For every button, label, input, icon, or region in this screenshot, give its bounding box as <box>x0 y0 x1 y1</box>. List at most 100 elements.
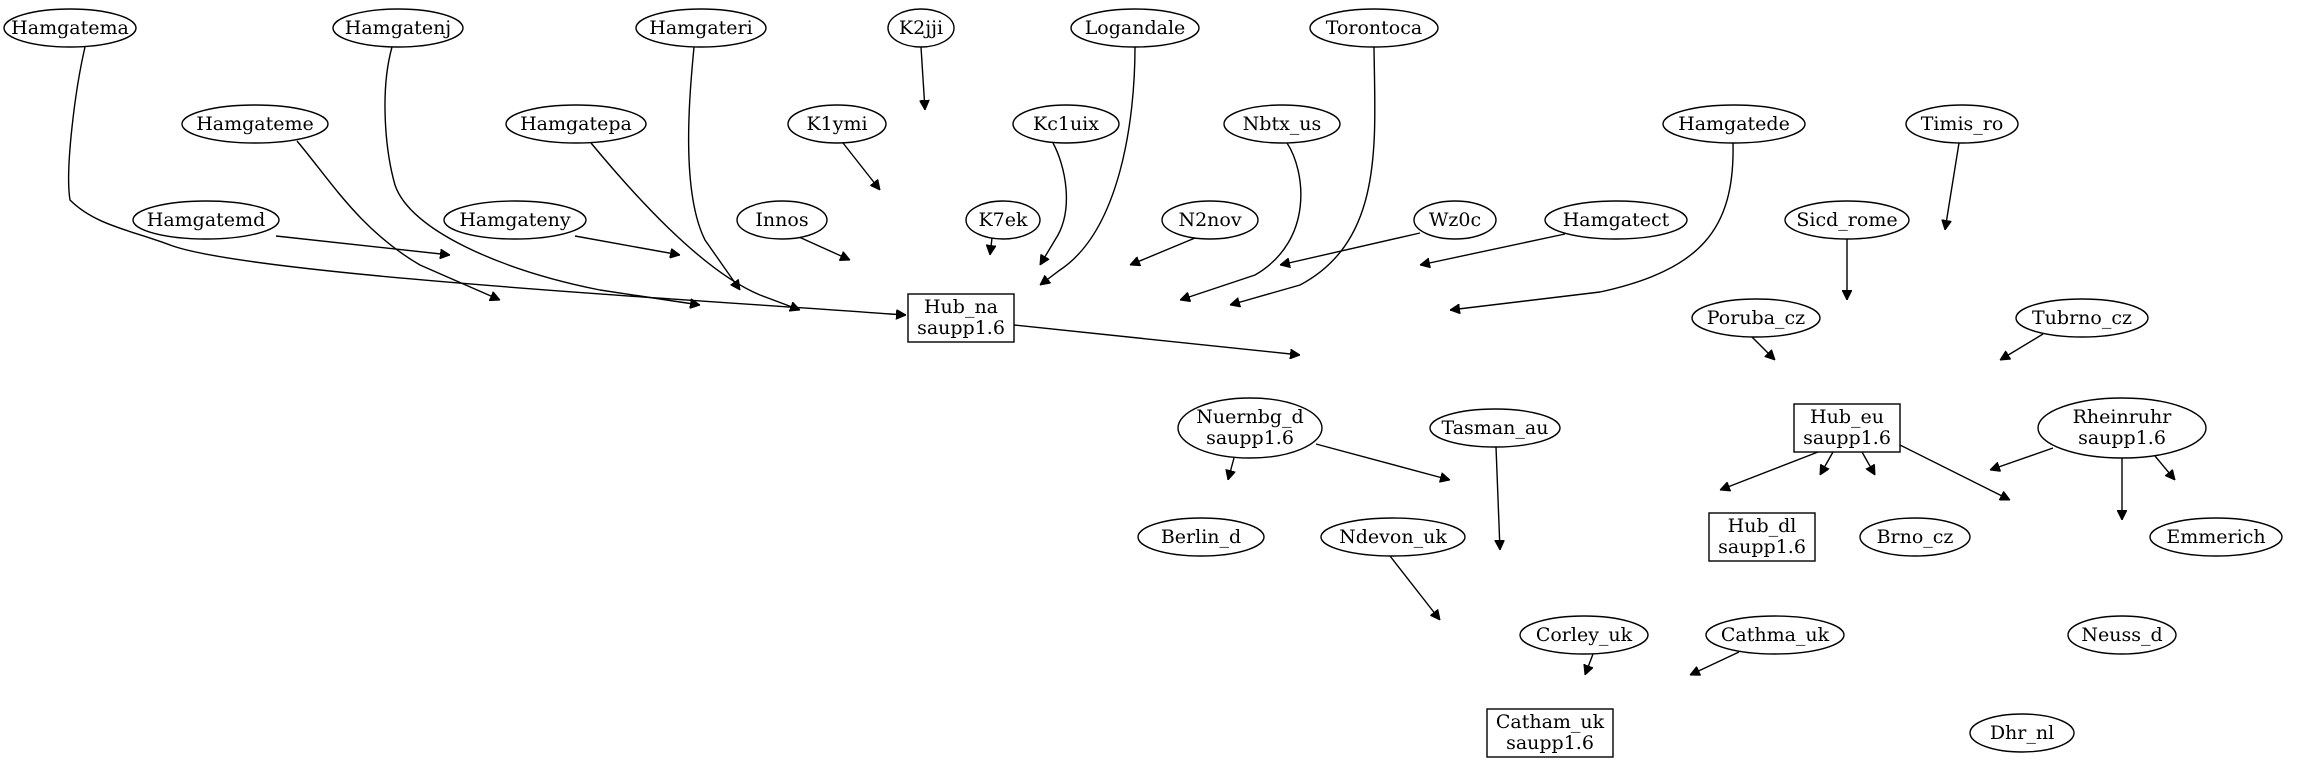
node-box <box>1793 403 1901 453</box>
node-label: Innos <box>755 209 808 231</box>
edge-n2nov-to-hub_na <box>1130 237 1196 265</box>
edge-tasman_au-to-catham_uk <box>1496 446 1500 550</box>
edge-nbtx_us-to-hub_na <box>1180 142 1302 300</box>
node-ellipse <box>1691 298 1821 338</box>
node-ellipse <box>1429 408 1561 448</box>
node-nbtx-us: Nbtx_us <box>1223 104 1341 144</box>
edge-nuernbg_d-to-hub_dl <box>1315 443 1450 480</box>
edge-kc1uix-to-hub_na <box>1039 142 1068 265</box>
node-label: K2jji <box>899 17 943 39</box>
node-sublabel: saupp1.6 <box>1803 427 1891 449</box>
node-ellipse <box>1662 104 1806 144</box>
edge-ndevon_uk-to-catham_uk <box>1389 555 1440 620</box>
node-label: Hamgatepa <box>520 113 632 135</box>
node-label: K1ymi <box>806 113 867 135</box>
edge-torontoca-to-hub_na <box>1230 46 1376 305</box>
edge-nuernbg_d-to-berlin_d <box>1228 457 1234 480</box>
node-n2nov: N2nov <box>1161 200 1259 240</box>
node-ellipse <box>1012 104 1120 144</box>
edge-k7ek-to-hub_na <box>990 237 992 255</box>
edge-hamgatema-to-hub_na <box>68 46 906 315</box>
node-sublabel: saupp1.6 <box>917 317 1005 339</box>
node-ellipse <box>2015 298 2149 338</box>
edge-corley_uk-to-catham_uk <box>1585 653 1594 675</box>
edge-rheinruhr-to-hub_dl <box>1990 447 2054 470</box>
edge-hamgateme-to-hub_na <box>296 140 500 300</box>
node-hamgateny: Hamgateny <box>443 200 587 240</box>
node-label: Wz0c <box>1429 209 1481 231</box>
node-label: Hub_na <box>924 296 998 318</box>
edge-hamgateri-to-hub_na <box>687 46 740 290</box>
node-innos: Innos <box>736 200 828 240</box>
node-ellipse <box>1309 8 1439 48</box>
edge-logandale-to-hub_na <box>1040 46 1136 285</box>
node-cathma-uk: Cathma_uk <box>1705 615 1845 655</box>
node-kc1uix: Kc1uix <box>1012 104 1120 144</box>
node-hamgateme: Hamgateme <box>181 104 329 144</box>
node-tubrno-cz: Tubrno_cz <box>2015 298 2149 338</box>
node-box <box>1708 512 1816 562</box>
node-ellipse <box>1905 104 2019 144</box>
edge-hamgatepa-to-hub_na <box>590 142 800 310</box>
node-label: Timis_ro <box>1921 113 2004 135</box>
node-ellipse <box>2149 517 2283 557</box>
node-ellipse <box>1413 200 1497 240</box>
node-label: Poruba_cz <box>1707 307 1805 329</box>
edge-k2jji-to-hub_na <box>921 46 925 110</box>
edge-hub_eu-to-brno_cz <box>1861 451 1876 475</box>
edge-k1ymi-to-hub_na <box>842 142 880 190</box>
node-ellipse <box>635 8 767 48</box>
node-sublabel: saupp1.6 <box>1206 427 1294 449</box>
node-ellipse <box>1519 615 1649 655</box>
node-hamgatect: Hamgatect <box>1544 200 1688 240</box>
node-label: Dhr_nl <box>1990 722 2054 744</box>
node-ellipse <box>887 8 955 48</box>
node-ellipse <box>787 104 887 144</box>
node-logandale: Logandale <box>1070 8 1200 48</box>
node-label: Torontoca <box>1326 17 1422 39</box>
node-ellipse <box>1161 200 1259 240</box>
node-label: Logandale <box>1085 17 1186 39</box>
edge-hub_na-to-hub_eu <box>1013 324 1300 355</box>
node-box <box>1486 708 1614 758</box>
node-ellipse <box>736 200 828 240</box>
node-label: Emmerich <box>2166 526 2265 548</box>
node-k1ymi: K1ymi <box>787 104 887 144</box>
node-label: Hamgatenj <box>345 17 451 39</box>
node-k7ek: K7ek <box>965 200 1041 240</box>
edge-timis_ro-to-hub_eu <box>1945 142 1960 230</box>
node-ellipse <box>332 8 464 48</box>
node-sublabel: saupp1.6 <box>2078 427 2166 449</box>
node-label: Kc1uix <box>1033 113 1099 135</box>
node-ellipse <box>1705 615 1845 655</box>
edge-hamgatemd-to-hub_na <box>275 235 450 255</box>
node-ellipse <box>3 8 137 48</box>
node-ellipse <box>1070 8 1200 48</box>
edge-hub_eu-to-dhr_nl <box>1899 444 2010 501</box>
node-label: Hamgatect <box>1563 209 1670 231</box>
node-sublabel: saupp1.6 <box>1718 536 1806 558</box>
node-hamgatede: Hamgatede <box>1662 104 1806 144</box>
node-sicd-rome: Sicd_rome <box>1784 200 1910 240</box>
node-neuss-d: Neuss_d <box>2067 615 2177 655</box>
node-label: Hamgatema <box>11 17 129 39</box>
node-label: Hamgateri <box>649 17 752 39</box>
node-berlin-d: Berlin_d <box>1137 517 1265 557</box>
node-label: Tubrno_cz <box>2032 307 2132 329</box>
node-label: Ndevon_uk <box>1339 526 1447 548</box>
nodes-layer: Hamgatema Hamgatenj Hamgateri K2jji Logandal… <box>3 8 2283 758</box>
node-label: Tasman_au <box>1442 417 1549 439</box>
node-label: Hamgatemd <box>147 209 265 231</box>
node-ellipse <box>1223 104 1341 144</box>
node-ellipse <box>2067 615 2177 655</box>
node-ellipse <box>965 200 1041 240</box>
node-brno-cz: Brno_cz <box>1859 517 1971 557</box>
edge-innos-to-hub_na <box>798 236 850 260</box>
node-ellipse <box>1859 517 1971 557</box>
